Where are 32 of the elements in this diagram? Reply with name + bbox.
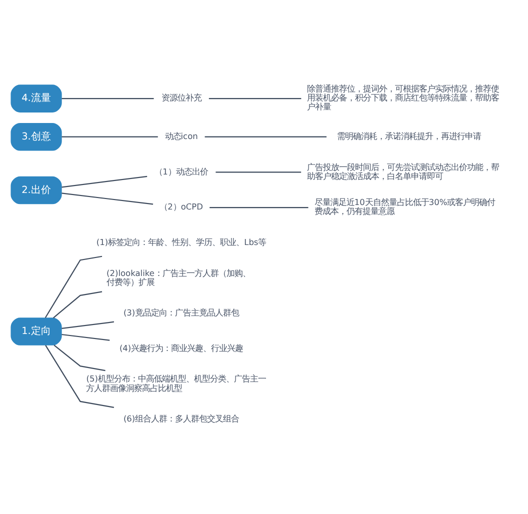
node-box: 2.出价 xyxy=(10,176,62,204)
node-text: (4)兴趣行为：商业兴趣、行业兴趣 xyxy=(119,342,244,352)
connector xyxy=(62,192,154,204)
node-text: (3)竟品定向：广告主竟品人群包 xyxy=(123,307,240,318)
connector xyxy=(62,136,158,137)
connector xyxy=(62,97,154,99)
connector xyxy=(45,344,114,408)
node-box: 4.流量 xyxy=(10,84,62,112)
connector xyxy=(62,333,110,340)
connector xyxy=(216,171,302,172)
node-text: (6)组合人群：多人群包交叉组合 xyxy=(123,413,240,424)
connector xyxy=(44,255,102,318)
connector xyxy=(210,206,308,208)
node-text: （2）oCPD xyxy=(160,201,204,212)
connector xyxy=(208,97,302,99)
connector xyxy=(204,136,327,137)
connector xyxy=(53,290,102,318)
node-box: 1.定向 xyxy=(10,317,62,345)
node-text: 动态icon xyxy=(164,130,198,140)
node-text: 资源位补充 xyxy=(161,92,202,102)
node-text: 需明确消耗，承诺消耗提升，再进行申请 xyxy=(337,130,482,140)
node-box: 3.创意 xyxy=(10,122,62,150)
node-text: 尽量满足近10天自然量占比低于30%或客户明确付费成本，仍有提量意愿 xyxy=(314,196,496,216)
node-text: （1）动态出价 xyxy=(154,166,208,176)
node-text: (1)标签定向：年龄、性别、学历、职业、Lbs等 xyxy=(96,236,266,246)
node-text: 广告投放一段时间后，可先尝试测试动态出价功能，帮助客户稳定激活成本，白名单申请即可 xyxy=(307,161,500,180)
connector xyxy=(62,320,114,328)
node-text: (2)lookalike：广告主一方人群（加购、付费等）扩展 xyxy=(106,267,250,286)
connector xyxy=(62,175,148,188)
connector xyxy=(54,344,106,371)
node-text: (5)机型分布：中高低端机型、机型分类、广告主一方人群画像洞察高占比机型 xyxy=(86,373,266,392)
node-text: 除普通推荐位，提词外，可根据客户实际情况，推荐使用装机必备，积分下载，商店红包等特殊流量，帮助客户补量 xyxy=(307,83,500,112)
